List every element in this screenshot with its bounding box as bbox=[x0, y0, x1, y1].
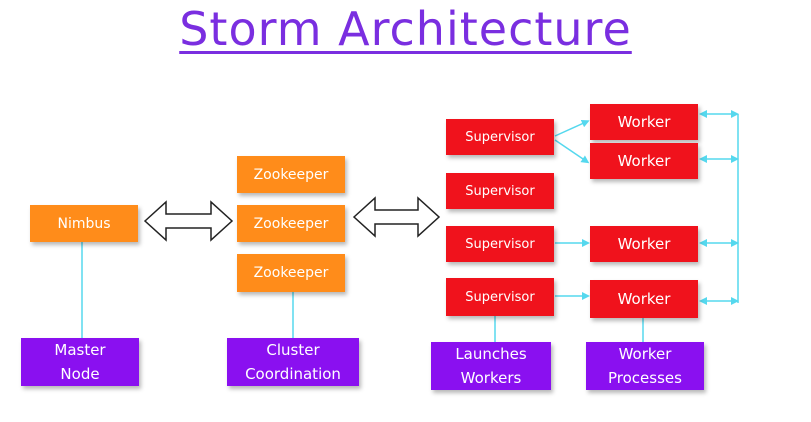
arrow-sup1-worker2 bbox=[554, 139, 590, 164]
nimbus-box: Nimbus bbox=[30, 205, 138, 242]
supervisor-box-1: Supervisor bbox=[446, 119, 554, 155]
launches-workers-label: Launches Workers bbox=[431, 342, 551, 390]
master-node-line-1: Master bbox=[54, 341, 106, 359]
worker-processes-line-2: Processes bbox=[608, 369, 682, 387]
cluster-coordination-line-1: Cluster bbox=[266, 341, 320, 359]
zookeeper-box-3: Zookeeper bbox=[237, 254, 345, 292]
master-node-line-2: Node bbox=[60, 365, 100, 383]
zookeeper-box-2: Zookeeper bbox=[237, 205, 345, 242]
arrow-sup1-worker1 bbox=[554, 120, 590, 137]
worker-box-3: Worker bbox=[590, 226, 698, 262]
launches-workers-line-2: Workers bbox=[460, 369, 522, 387]
master-node-label: Master Node bbox=[21, 338, 139, 386]
page-title: Storm Architecture bbox=[179, 2, 632, 56]
worker-processes-line-1: Worker bbox=[618, 345, 672, 363]
worker-box-2: Worker bbox=[590, 143, 698, 179]
double-arrow-nimbus-zookeeper bbox=[143, 200, 234, 242]
launches-workers-line-1: Launches bbox=[455, 345, 527, 363]
supervisor-box-4: Supervisor bbox=[446, 278, 554, 316]
cluster-coordination-label: Cluster Coordination bbox=[227, 338, 359, 386]
supervisor-box-3: Supervisor bbox=[446, 226, 554, 262]
worker-processes-label: Worker Processes bbox=[586, 342, 704, 390]
double-arrow-zookeeper-supervisor bbox=[352, 196, 441, 238]
zookeeper-box-1: Zookeeper bbox=[237, 156, 345, 193]
worker-box-4: Worker bbox=[590, 280, 698, 318]
cluster-coordination-line-2: Coordination bbox=[245, 365, 341, 383]
supervisor-box-2: Supervisor bbox=[446, 173, 554, 209]
worker-box-1: Worker bbox=[590, 104, 698, 140]
